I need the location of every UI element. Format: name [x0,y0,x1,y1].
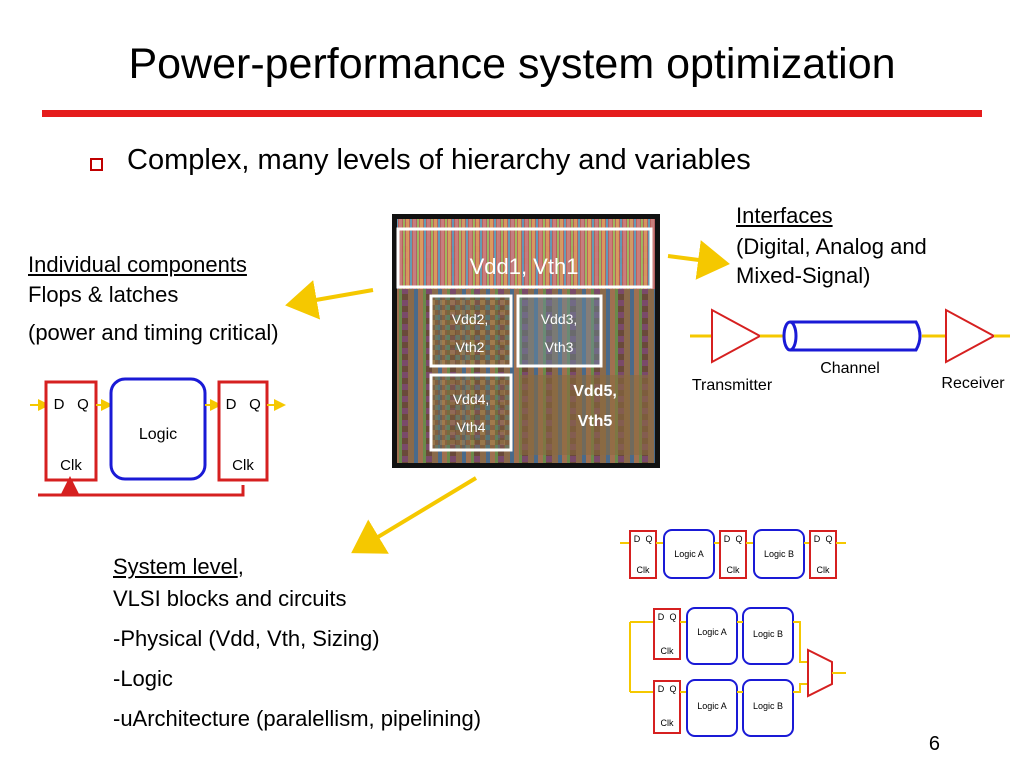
par-flop-top-clk: Clk [661,646,674,656]
components-heading: Individual components [28,252,247,277]
chip-region3-label-b: Vth3 [545,339,574,355]
flop-right [217,380,269,482]
chip-region-3 [516,294,603,368]
par-flop-bottom-q: Q [669,684,676,694]
pipe-flop1-clk: Clk [637,565,650,575]
chip-region4-label-b: Vth4 [457,419,486,435]
chip-region-2 [429,294,513,368]
par-flop-bottom-d: D [658,684,665,694]
chip-region-1 [396,227,653,289]
par-flop-top-d: D [658,612,665,622]
chip-die-image [392,214,660,468]
title-rule [42,110,982,117]
system-heading: System level [113,554,238,579]
system-line4: -uArchitecture (paralellism, pipelining) [113,706,482,731]
flop-right-q: Q [249,396,261,413]
par-logic-b-top [742,607,794,665]
par-wire-t3 [793,621,808,663]
flop-right-d: D [226,396,237,413]
pipe-flop-2 [719,530,747,579]
transmitter-triangle [711,308,763,364]
parallel-diagram [629,607,846,737]
par-wire-b3 [793,683,808,693]
pipe-flop3-d: D [814,534,821,544]
chip-region5-label-b: Vth5 [578,413,613,430]
chip-region-4 [429,373,513,452]
page-number: 6 [928,733,940,755]
receiver-label: Receiver [941,375,1005,392]
system-line3: -Logic [113,666,173,691]
system-text: System level, VLSI blocks and circuits -… [113,551,481,735]
channel-label: Channel [820,360,880,377]
pipe-logic-a-label: Logic A [674,549,704,559]
par-logic-b-top-label: Logic B [753,629,783,639]
par-flop-top-q: Q [669,612,676,622]
par-flop-bottom [653,680,681,734]
slide-title: Power-performance system optimization [128,40,896,88]
chip-region5-label-a: Vdd5, [573,383,617,400]
arrow-to-components [285,280,374,320]
logic-label: Logic [139,426,177,443]
pipe-logic-b-label: Logic B [764,549,794,559]
chip-region3-label-a: Vdd3, [541,311,578,327]
par-flop-top [653,608,681,660]
interfaces-heading: Interfaces [736,203,833,228]
par-logic-a-bottom-label: Logic A [697,701,727,711]
bullet-text: Complex, many levels of hierarchy and va… [127,144,751,176]
flop-right-clk: Clk [232,457,254,474]
pipeline-diagram [620,529,846,579]
chip-region4-label-a: Vdd4, [453,391,490,407]
components-line1: Flops & latches [28,282,179,307]
flop-left [44,380,98,482]
pipe-flop2-d: D [724,534,731,544]
flop-left-clk: Clk [60,457,82,474]
receiver-triangle [945,308,997,364]
arrow-to-interfaces [667,240,730,280]
flop-left-q: Q [77,396,89,413]
chip-region1-label: Vdd1, Vth1 [470,254,579,279]
pipe-flop2-q: Q [735,534,742,544]
pipe-flop1-d: D [634,534,641,544]
pipe-logic-a [663,529,715,579]
flop-left-d: D [54,396,65,413]
pipe-flop3-q: Q [825,534,832,544]
pipe-flop2-clk: Clk [727,565,740,575]
components-line2: (power and timing critical) [28,320,279,345]
bullet-square-icon [90,158,103,171]
component-circuit [30,377,286,497]
chip-region2-label-b: Vth2 [456,339,485,355]
interfaces-text: Interfaces (Digital, Analog and Mixed-Si… [736,200,927,290]
logic-block [109,377,207,481]
pipe-logic-b [753,529,805,579]
pipe-flop3-clk: Clk [817,565,830,575]
mux-icon [807,648,833,698]
par-logic-a-top [686,607,738,665]
pipe-flop-1 [629,530,657,579]
interface-circuit [690,308,1010,364]
pipe-flop1-q: Q [645,534,652,544]
system-line1: VLSI blocks and circuits [113,586,347,611]
components-text: Individual components Flops & latches (p… [28,250,279,348]
pipe-flop-3 [809,530,837,579]
par-logic-b-bottom [742,679,794,737]
channel-cable-icon [782,320,922,352]
par-flop-bottom-clk: Clk [661,718,674,728]
interfaces-line2: Mixed-Signal) [736,263,871,288]
interfaces-line1: (Digital, Analog and [736,234,927,259]
chip-region2-label-a: Vdd2, [452,311,489,327]
transmitter-label: Transmitter [692,377,773,394]
arrow-to-system [351,476,478,554]
system-line2: -Physical (Vdd, Vth, Sizing) [113,626,380,651]
clock-wire [38,485,245,497]
par-logic-b-bottom-label: Logic B [753,701,783,711]
par-logic-a-top-label: Logic A [697,627,727,637]
par-logic-a-bottom [686,679,738,737]
system-heading-suffix: , [237,554,244,579]
